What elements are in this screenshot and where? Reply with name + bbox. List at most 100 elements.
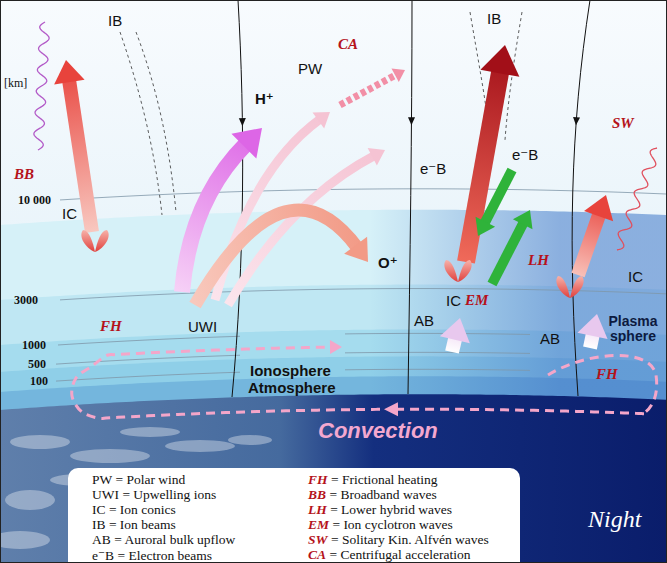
legend-abbreviation: IC (92, 502, 106, 517)
region-label: Atmosphere (248, 379, 336, 396)
unit-label: [km] (4, 76, 27, 91)
legend-meaning: = Auroral bulk upflow (111, 532, 236, 547)
electron-beam-arrow-head (476, 217, 496, 236)
ion-conic-arrow-head (584, 195, 613, 221)
hydrogen-arrow-head (231, 128, 262, 159)
altitude-line (345, 369, 530, 370)
ion-conic (556, 276, 583, 298)
process-label: IB (108, 12, 122, 29)
field-line (408, 0, 412, 394)
altitude-line (58, 336, 240, 345)
wave-label: BB (14, 166, 34, 183)
centrifugal-arrow (340, 75, 397, 105)
process-label: IC (62, 205, 77, 222)
altitude-tick: 100 (30, 374, 48, 389)
convection-loop (72, 347, 380, 418)
region-label: Plasma sphere (602, 314, 664, 344)
legend-abbreviation: EM (308, 517, 329, 532)
field-arrow (239, 118, 246, 126)
process-label: AB (540, 330, 560, 347)
altitude-tick: 500 (28, 357, 46, 372)
legend-abbreviation: AB (92, 532, 111, 547)
legend-abbreviation: UWI (92, 487, 119, 502)
centrifugal-arrow-head (391, 69, 405, 83)
bulk-upflow-arrow-head (577, 314, 607, 339)
electron-beam-arrow (492, 222, 524, 284)
legend-meaning: = Upwelling ions (119, 487, 216, 502)
legend-abbreviation: FH (308, 472, 328, 487)
polar-wind-arrow-head (368, 148, 385, 166)
convection-head (330, 340, 342, 354)
wave-label: SW (612, 115, 634, 132)
legend-meaning: = Centrifugal acceleration (326, 547, 470, 562)
cloud (0, 531, 50, 549)
ion-conic (81, 230, 108, 252)
conic-lobe (81, 230, 95, 252)
legend-entry: IB = Ion beams (92, 517, 176, 533)
legend-meaning: = Lower hybrid waves (327, 502, 452, 517)
electron-beam-arrow (484, 170, 512, 224)
legend-entry: UWI = Upwelling ions (92, 487, 216, 503)
altitude-line (56, 355, 240, 364)
process-label: e⁻B (420, 160, 446, 178)
legend-entry: BB = Broadband waves (308, 487, 437, 503)
process-label: IC (628, 268, 643, 285)
process-label: UWI (188, 318, 217, 335)
conic-lobe (570, 276, 584, 298)
legend-entry: EM = Ion cyclotron waves (308, 517, 453, 533)
conic-lobe (444, 260, 458, 282)
legend-entry: LH = Lower hybrid waves (308, 502, 452, 518)
legend-entry: FH = Frictional heating (308, 472, 437, 488)
legend-abbreviation: PW (92, 472, 112, 487)
altitude-line (60, 189, 667, 200)
process-label: IB (487, 10, 501, 27)
cloud (165, 440, 235, 452)
cloud (5, 490, 55, 510)
legend-abbreviation: IB (92, 517, 106, 532)
dashed-field-line (120, 32, 162, 215)
convection-loop (548, 355, 657, 413)
cloud (10, 435, 70, 449)
night-shade (0, 210, 667, 563)
dashed-field-line (136, 32, 176, 212)
legend-entry: AB = Auroral bulk upflow (92, 532, 235, 548)
legend-meaning: = Frictional heating (328, 472, 438, 487)
altitude-line (56, 372, 240, 381)
legend-entry: e⁻B = Electron beams (92, 547, 212, 563)
legend-abbreviation: SW (308, 532, 328, 547)
cloud (120, 427, 180, 437)
wave-label: EM (465, 292, 488, 309)
legend-entry: CA = Centrifugal acceleration (308, 547, 470, 563)
convection-line (390, 409, 644, 413)
legend-entry: PW = Polar wind (92, 472, 185, 488)
ion-conic-arrow (578, 213, 600, 275)
wave-line (617, 148, 657, 250)
legend-meaning: = Broadband waves (326, 487, 437, 502)
process-label: PW (298, 60, 322, 77)
legend-entry: SW = Solitary Kin. Alfvén waves (308, 532, 489, 548)
wave-label: LH (528, 252, 549, 269)
legend-meaning: = Polar wind (112, 472, 185, 487)
legend-panel (68, 468, 520, 563)
wave-label: FH (100, 318, 122, 335)
legend-abbreviation: LH (308, 502, 327, 517)
atmosphere-band (0, 210, 667, 563)
wave-line (34, 22, 49, 150)
polar-wind-arrow-head (313, 112, 330, 128)
altitude-tick: 3000 (14, 293, 38, 308)
altitude-line (345, 352, 530, 353)
legend-meaning: = Ion cyclotron waves (329, 517, 453, 532)
legend-abbreviation: CA (308, 547, 326, 562)
altitude-line (345, 333, 530, 334)
ion-label: O⁺ (378, 254, 398, 272)
ion-beam-arrow-head (480, 45, 519, 77)
legend-abbreviation: BB (308, 487, 326, 502)
altitude-tick: 1000 (22, 338, 46, 353)
conic-lobe (458, 260, 472, 282)
legend-meaning: = Ion beams (106, 517, 176, 532)
earth (0, 394, 667, 563)
field-line (232, 0, 243, 397)
